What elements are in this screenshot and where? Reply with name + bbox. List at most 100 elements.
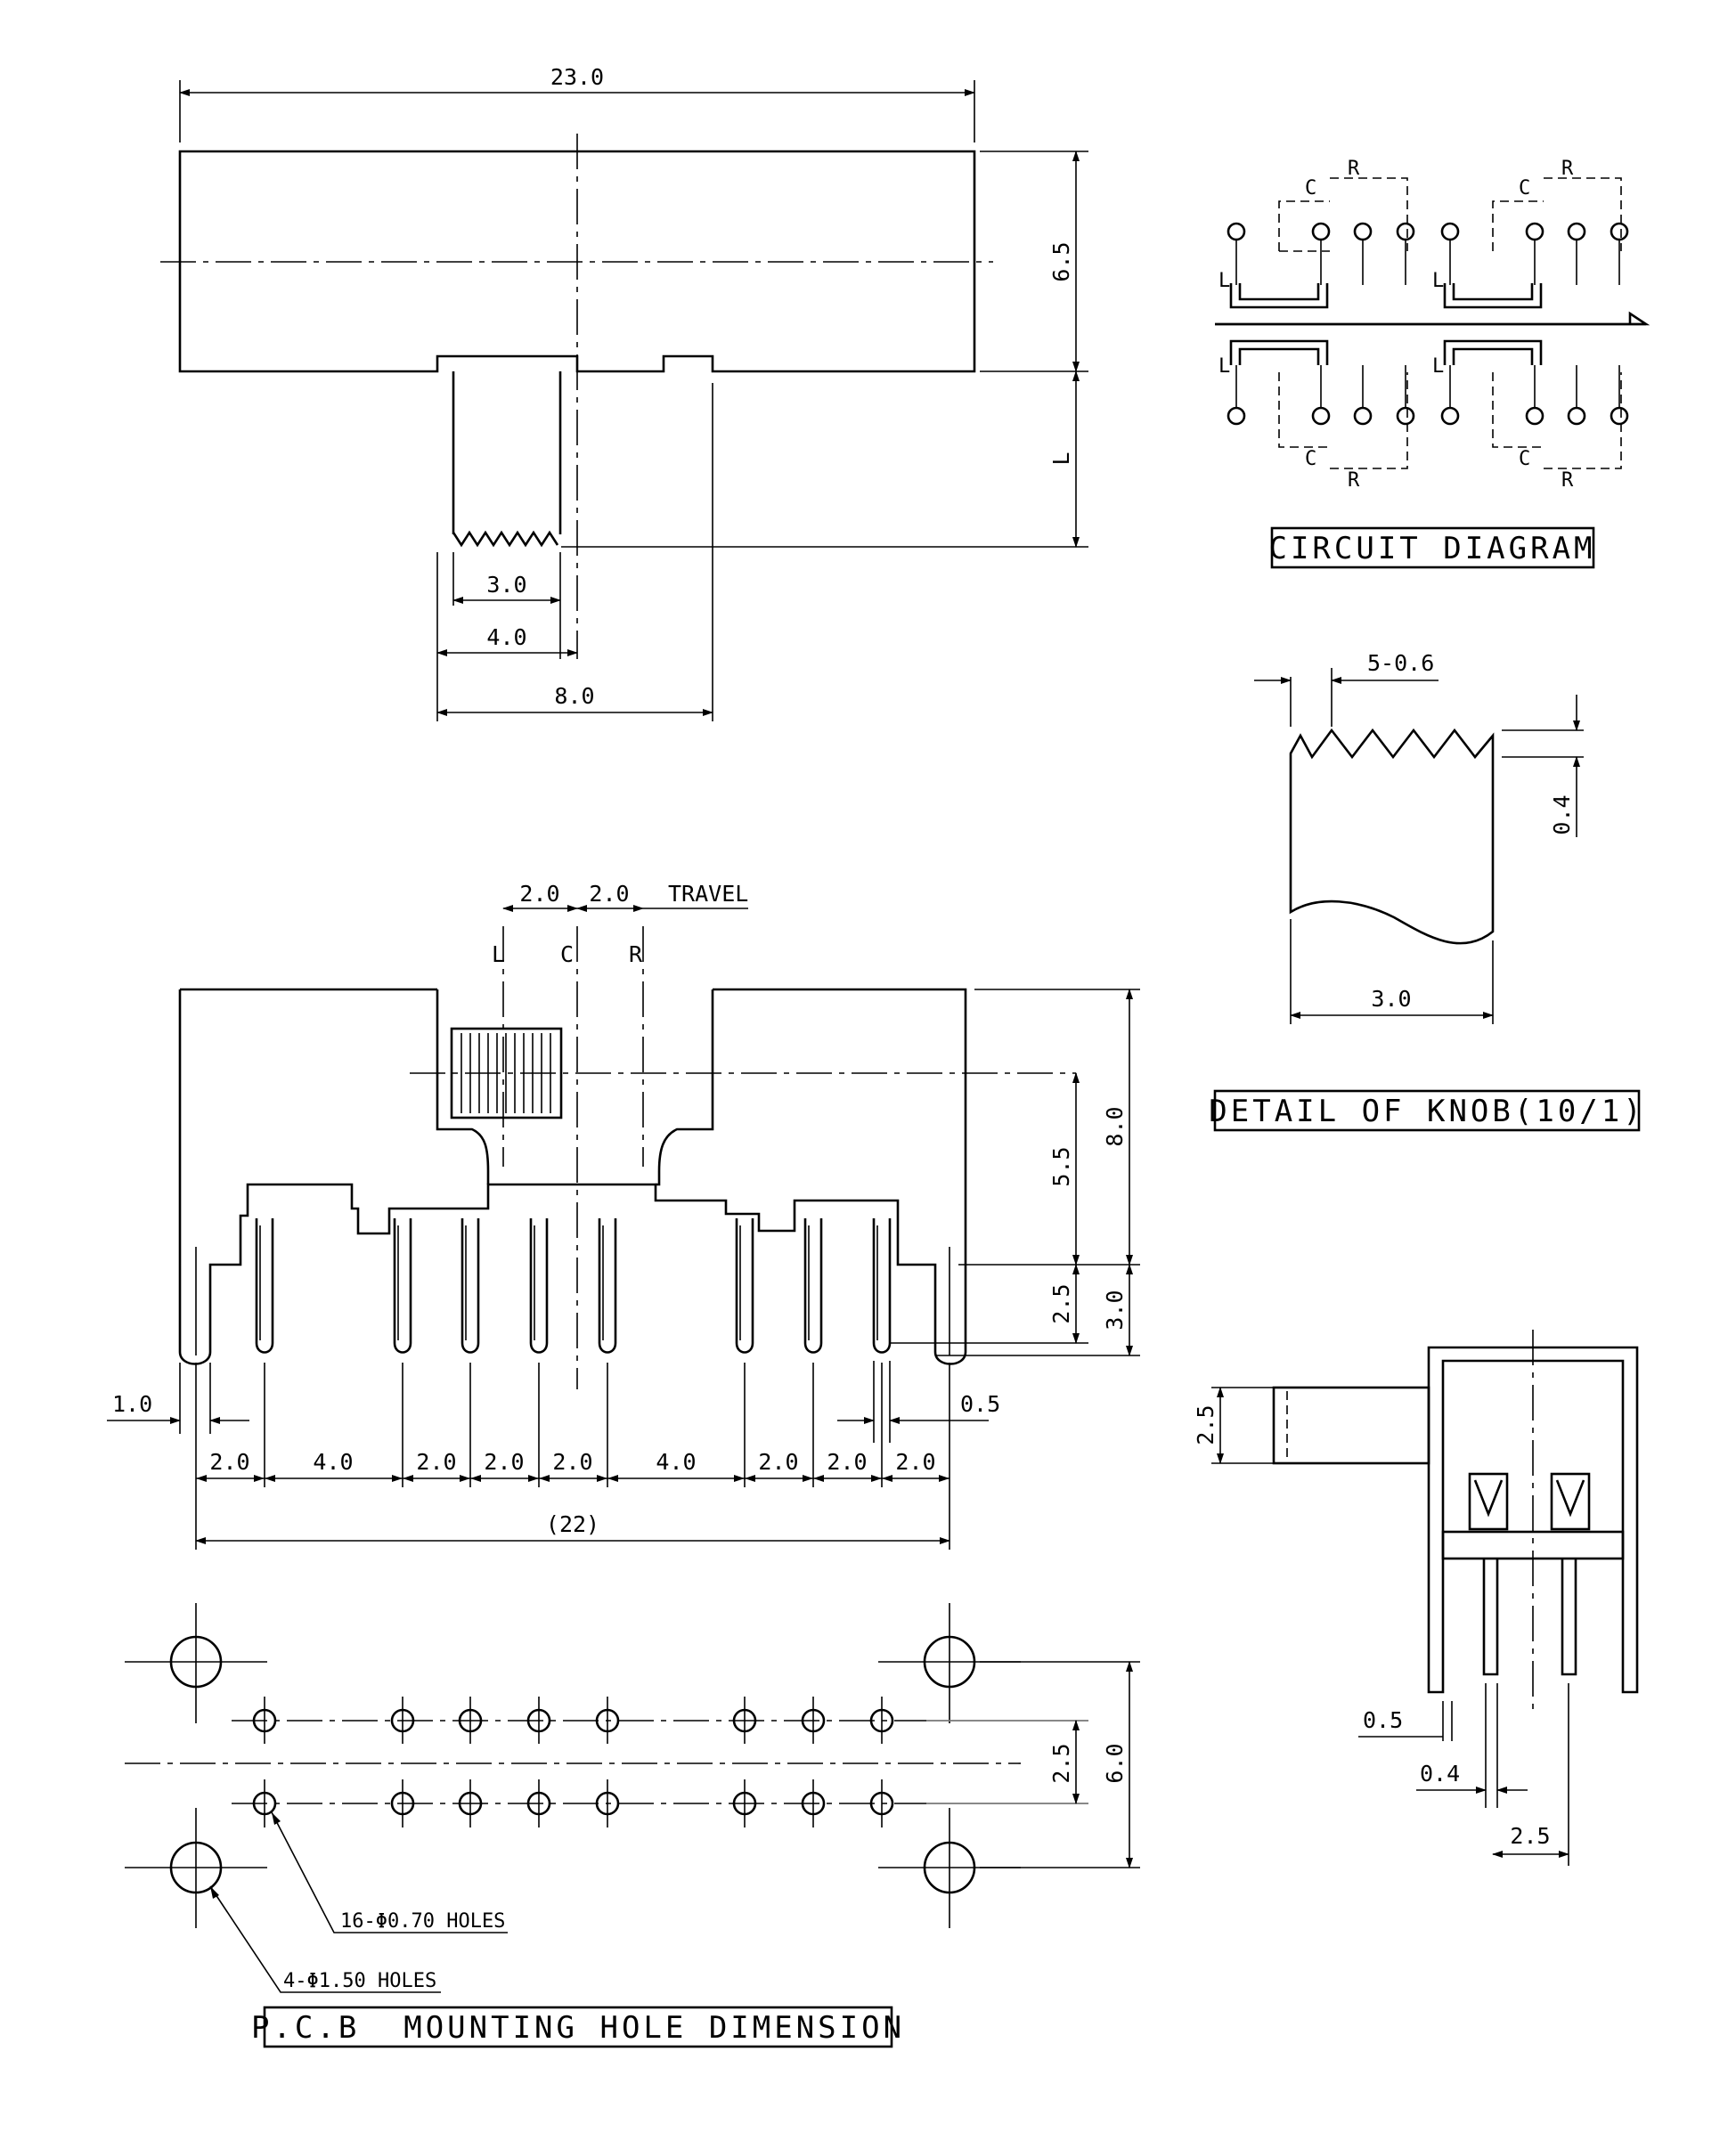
pitch-label-8: 2.0 <box>827 1449 867 1475</box>
small-pin-holes <box>252 1697 894 1827</box>
pcb-layout: 2.5 6.0 16-Φ0.70 HOLES 4-Φ1.50 HOLES P.C… <box>125 1603 1140 2048</box>
circuit-label-R-lower-2: R <box>1561 469 1574 492</box>
upper-terminals <box>1227 222 1629 285</box>
small-hole-leader <box>271 1811 508 1933</box>
circuit-title: CIRCUIT DIAGRAM <box>1268 531 1595 566</box>
side-pin-width-label: 0.5 <box>1363 1707 1403 1733</box>
side-pins <box>1482 1559 1577 1676</box>
travel-right-label: 2.0 <box>589 881 629 907</box>
width-label: 23.0 <box>550 64 604 90</box>
height-extension-lines <box>891 989 1140 1356</box>
side-extension-lines <box>1211 1387 1569 1866</box>
pin-height-label: 2.5 <box>1048 1283 1074 1323</box>
lower-slider-2 <box>1443 339 1543 365</box>
small-hole-label: 16-Φ0.70 HOLES <box>340 1910 505 1933</box>
housing-outline <box>178 988 967 1365</box>
pitch-extension-lines <box>195 1363 950 1550</box>
pitch-label-4: 2.0 <box>484 1449 524 1475</box>
side-knob-height-label: 2.5 <box>1193 1404 1218 1445</box>
circuit-label-C-lower-2: C <box>1519 448 1530 470</box>
side-contact-1 <box>1468 1472 1509 1531</box>
height-label: 6.5 <box>1048 241 1074 281</box>
leg-centerlines <box>195 1247 950 1355</box>
travel-label: TRAVEL <box>668 881 748 907</box>
knob-inner-label: 3.0 <box>486 572 526 598</box>
pitch-label-1: 2.0 <box>209 1449 249 1475</box>
circuit-label-C-upper-1: C <box>1305 177 1316 199</box>
pitch-label-9: 2.0 <box>895 1449 935 1475</box>
pcb-row-pitch-label: 2.5 <box>1048 1743 1074 1783</box>
lower-slider-1 <box>1229 339 1329 365</box>
circuit-label-L-upper-1: L <box>1218 270 1230 292</box>
large-hole-label: 4-Φ1.50 HOLES <box>283 1970 436 1992</box>
pcb-title-box <box>263 2006 893 2048</box>
switch-body-outline <box>178 150 976 373</box>
travel-left-label: 2.0 <box>519 881 559 907</box>
position-R-label: R <box>629 941 643 967</box>
terminal-pins <box>255 1218 892 1354</box>
large-mounting-holes <box>125 1603 1021 1928</box>
knob-stem <box>452 371 562 534</box>
side-contact-2 <box>1550 1472 1591 1531</box>
circuit-label-R-upper-2: R <box>1561 158 1574 180</box>
circuit-title-box <box>1270 526 1595 569</box>
side-pin-pitch-label: 2.5 <box>1510 1823 1550 1849</box>
pitch-label-2: 4.0 <box>313 1449 353 1475</box>
knob-body <box>436 989 714 1186</box>
circuit-label-C-lower-1: C <box>1305 448 1316 470</box>
leg-height-label: 3.0 <box>1102 1290 1128 1330</box>
knob-extension-lines <box>1290 668 1584 1024</box>
side-view: 2.5 0.5 0.4 2.5 <box>1193 1330 1639 1866</box>
slot-label: 8.0 <box>554 683 594 709</box>
pcb-title: P.C.B MOUNTING HOLE DIMENSION <box>251 2010 905 2046</box>
top-view: 23.0 6.5 L 3.0 4.0 8.0 <box>160 64 1088 721</box>
side-pin-thickness-label: 0.4 <box>1420 1761 1460 1787</box>
knob-width-label: 3.0 <box>1371 986 1411 1012</box>
overall-width-label: (22) <box>546 1511 599 1537</box>
knob-grip <box>450 1027 563 1119</box>
pitch-label-6: 4.0 <box>656 1449 696 1475</box>
circuit-label-R-upper-1: R <box>1348 158 1360 180</box>
large-hole-leader <box>209 1885 441 1993</box>
leg-offset-label: 1.0 <box>112 1391 152 1417</box>
upper-slider-1 <box>1229 283 1329 309</box>
pcb-height-label: 6.0 <box>1102 1743 1128 1783</box>
side-knob <box>1272 1386 1430 1465</box>
knob-serration <box>452 530 559 548</box>
knob-title-box <box>1213 1089 1641 1132</box>
lower-contact-box-2 <box>1492 372 1622 469</box>
upper-contact-box-2 <box>1492 177 1622 251</box>
circuit-label-L-lower-1: L <box>1218 355 1230 378</box>
pcb-row-extension-lines <box>926 1720 1088 1804</box>
extension-lines <box>179 80 1088 721</box>
side-frame <box>1427 1346 1639 1694</box>
pitch-label-5: 2.0 <box>552 1449 592 1475</box>
knob-detail: 5-0.6 0.4 3.0 DETAIL OF KNOB(10/1) <box>1209 650 1644 1132</box>
knob-outer-label: 4.0 <box>486 624 526 650</box>
circuit-label-L-upper-2: L <box>1432 270 1444 292</box>
knob-profile <box>1289 728 1495 945</box>
lower-contact-box-1 <box>1278 372 1408 469</box>
lower-terminals <box>1227 365 1629 426</box>
pitch-label-3: 2.0 <box>416 1449 456 1475</box>
position-L-label: L <box>492 941 505 967</box>
position-C-label: C <box>560 941 574 967</box>
pin-width-label: 0.5 <box>960 1391 1000 1417</box>
circuit-label-R-lower-1: R <box>1348 469 1360 492</box>
actuator-bar <box>1215 311 1650 326</box>
front-view: 2.0 2.0 TRAVEL L C R 8.0 5.5 2.5 3.0 1.0… <box>107 881 1140 1550</box>
circuit-label-C-upper-2: C <box>1519 177 1530 199</box>
knob-height-label: 5.5 <box>1048 1146 1074 1186</box>
circuit-diagram: L L L L C C C C R R R R CIRCUIT DIAGRAM <box>1215 158 1650 569</box>
knob-title: DETAIL OF KNOB(10/1) <box>1209 1094 1644 1129</box>
small-extension-lines <box>179 1361 891 1443</box>
upper-contact-box-1 <box>1278 177 1408 251</box>
knob-tooth-label: 0.4 <box>1549 794 1575 834</box>
knob-pitch-label: 5-0.6 <box>1367 650 1434 676</box>
pitch-label-7: 2.0 <box>758 1449 798 1475</box>
total-height-label: 8.0 <box>1102 1106 1128 1146</box>
upper-slider-2 <box>1443 283 1543 309</box>
circuit-label-L-lower-2: L <box>1432 355 1444 378</box>
lever-label: L <box>1048 452 1074 465</box>
